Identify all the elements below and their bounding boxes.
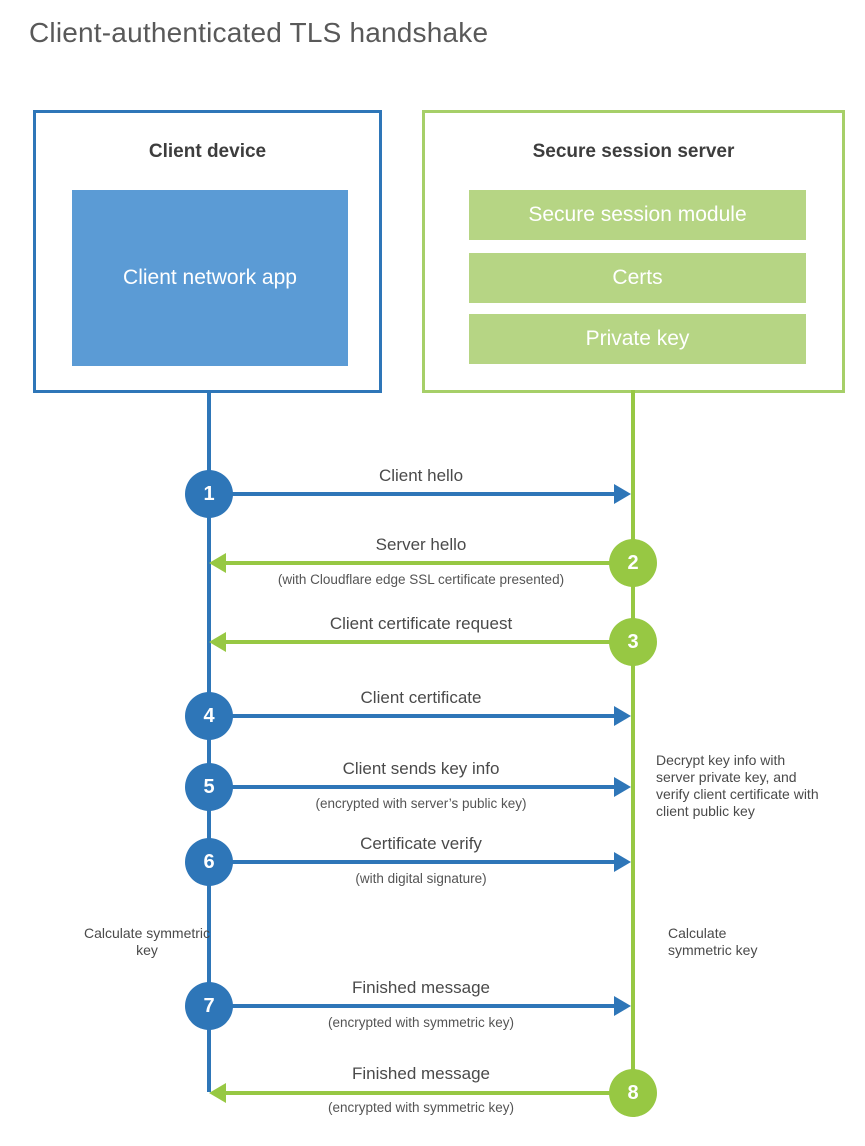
step-5-arrowhead [614,777,631,797]
step-4-circle: 4 [185,692,233,740]
step-3-circle: 3 [609,618,657,666]
secure-session-server-box: Secure session server Secure session mod… [422,110,845,393]
page-title: Client-authenticated TLS handshake [29,17,489,48]
step-4-arrowhead [614,706,631,726]
step-6-circle: 6 [185,838,233,886]
step-2-circle: 2 [609,539,657,587]
step-7-label: Finished message [352,978,490,997]
step-6-label: Certificate verify [360,834,482,853]
step-5-arrow [209,785,616,789]
step-1-arrow [209,492,616,496]
step-8-circle: 8 [609,1069,657,1117]
step-6-arrowhead [614,852,631,872]
step-6-arrow [209,860,616,864]
secure-session-server-title: Secure session server [532,141,735,162]
step-7-arrow [209,1004,616,1008]
step-2-sublabel: (with Cloudflare edge SSL certificate pr… [277,572,565,587]
step-1-circle: 1 [185,470,233,518]
step-7-circle: 7 [185,982,233,1030]
step-6-sublabel: (with digital signature) [355,871,487,886]
client-lifeline [207,390,211,1092]
step-2-label: Server hello [375,535,467,554]
server-module-private-key: Private key [469,314,806,364]
decrypt-note: Decrypt key info with server private key… [656,752,819,819]
step-1-label: Client hello [378,466,464,485]
step-1-arrowhead [614,484,631,504]
calculate-symmetric-key-right: Calculate symmetric key [668,925,758,958]
step-3-arrowhead [209,632,226,652]
step-4-arrow [209,714,616,718]
server-module-certs: Certs [469,253,806,303]
server-module-secure-session: Secure session module [469,190,806,240]
step-8-sublabel: (encrypted with symmetric key) [327,1100,515,1115]
step-5-label: Client sends key info [342,759,500,778]
client-network-app-box: Client network app [72,190,348,366]
step-2-arrowhead [209,553,226,573]
calculate-symmetric-key-left: Calculate symmetric key [83,925,211,958]
step-2-arrow [226,561,633,565]
client-device-title: Client device [148,141,267,162]
server-lifeline [631,390,635,1095]
step-7-sublabel: (encrypted with symmetric key) [327,1015,515,1030]
step-5-circle: 5 [185,763,233,811]
step-8-arrow [226,1091,633,1095]
step-3-arrow [226,640,633,644]
step-5-sublabel: (encrypted with server’s public key) [315,796,527,811]
step-7-arrowhead [614,996,631,1016]
step-3-label: Client certificate request [329,614,513,633]
step-4-label: Client certificate [360,688,482,707]
client-device-box: Client device Client network app [33,110,382,393]
step-8-arrowhead [209,1083,226,1103]
step-8-label: Finished message [352,1064,490,1083]
